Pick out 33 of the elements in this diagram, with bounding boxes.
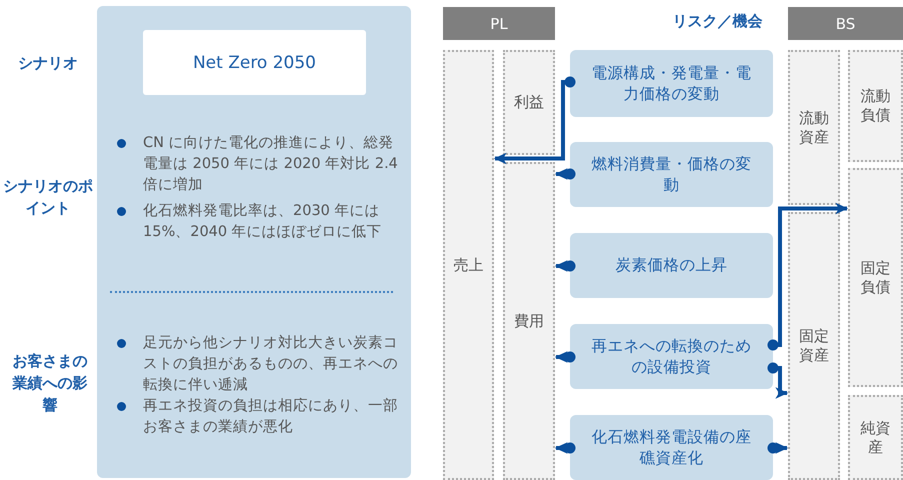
arrow: [768, 442, 788, 454]
risk-box: 電源構成・発電量・電力価格の変動: [570, 50, 773, 117]
arrow: [494, 76, 576, 164]
header-bar: PL: [443, 7, 555, 40]
risk-box: 再エネへの転換のための設備投資: [570, 324, 773, 389]
bullet-text: 化石燃料発電比率は、2030 年には 15%、2040 年にはほぼゼロに低下: [143, 202, 383, 242]
column-box: 費用: [503, 162, 555, 480]
risk-box: 化石燃料発電設備の座礁資産化: [570, 415, 773, 480]
risk-box: 燃料消費量・価格の変動: [570, 142, 773, 207]
scenario-box: Net Zero 2050: [143, 30, 366, 95]
column-box: 利益: [503, 50, 555, 155]
row-heading: シナリオ: [17, 53, 79, 74]
scenario-panel: [97, 6, 411, 478]
arrow: [768, 202, 848, 350]
bullet-text: CN に向けた電化の推進により、総発電量は 2050 年には 2020 年対比 2.4 倍に増加: [143, 134, 399, 195]
header-bar: BS: [788, 7, 903, 40]
bullet-text: 再エネ投資の負担は相応にあり、一部お客さまの業績が悪化: [143, 396, 399, 437]
bullet-text: 足元から他シナリオ対比大きい炭素コストの負担があるものの、再エネへの転換に伴い逓減: [143, 334, 399, 395]
risk-box: 炭素価格の上昇: [570, 233, 773, 298]
arrow: [554, 260, 576, 272]
row-heading: シナリオのポイント: [2, 176, 94, 219]
column-box: 固定負債: [848, 168, 903, 387]
column-heading: リスク／機会: [672, 11, 764, 32]
arrow: [554, 168, 576, 180]
row-heading: お客さまの業績への影響: [12, 351, 88, 416]
arrow: [768, 362, 788, 399]
column-box: 流動負債: [848, 50, 903, 162]
arrow: [554, 442, 576, 454]
column-box: 売上: [443, 50, 494, 480]
column-box: 純資産: [848, 395, 903, 480]
column-box: 流動資産: [788, 50, 840, 205]
column-box: 固定資産: [788, 212, 840, 480]
arrow: [554, 351, 576, 363]
